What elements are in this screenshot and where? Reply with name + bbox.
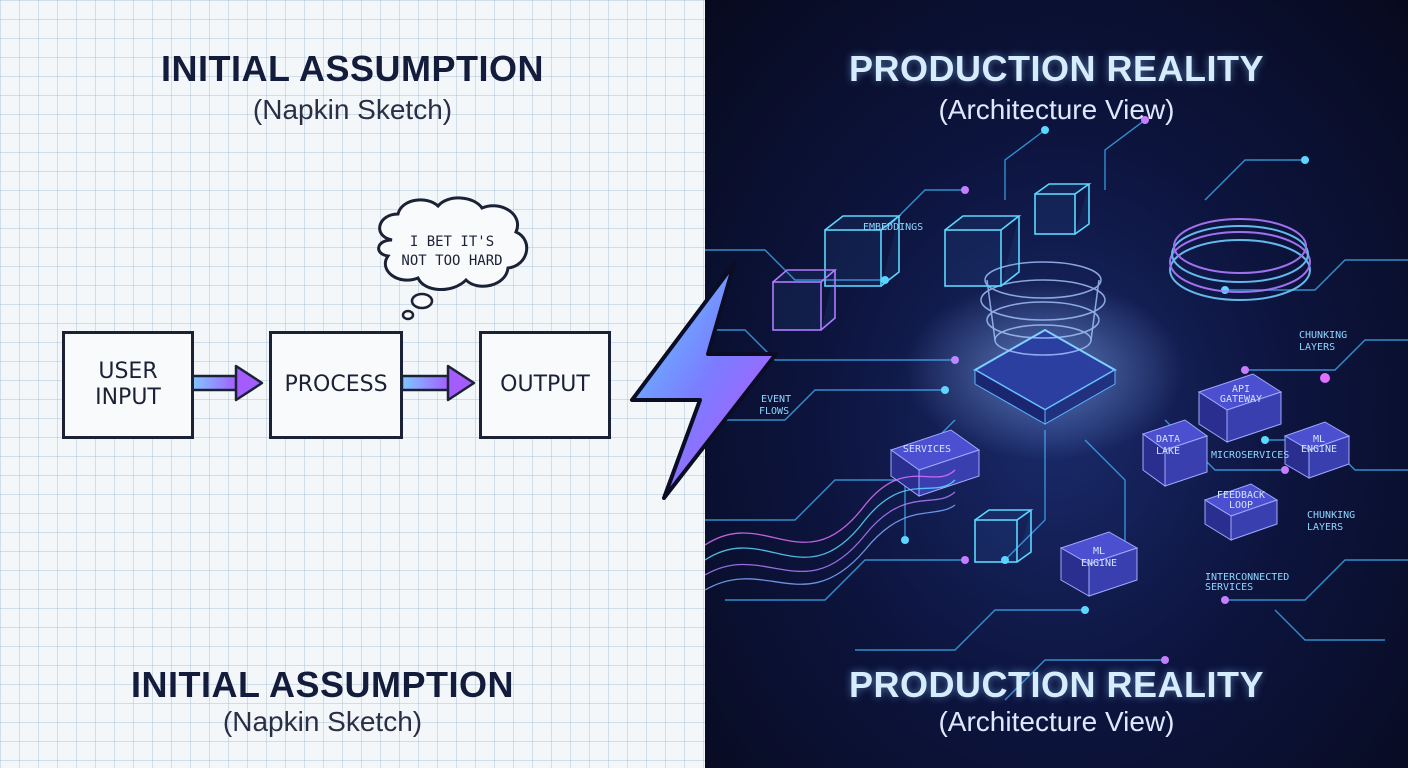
label-chunking-top-2: LAYERS bbox=[1299, 342, 1335, 353]
label-chunking-bottom-1: CHUNKING bbox=[1307, 510, 1355, 521]
label-ml-engine-bottom-2: ENGINE bbox=[1081, 558, 1117, 569]
block-ml-engine-right bbox=[1283, 421, 1351, 479]
napkin-sketch-panel: INITIAL ASSUMPTION (Napkin Sketch) I BET… bbox=[0, 0, 705, 768]
architecture-panel: PRODUCTION REALITY (Architecture View) bbox=[705, 0, 1408, 768]
arrow-process-to-output bbox=[400, 364, 476, 402]
data-stream-wave bbox=[705, 469, 956, 591]
box-output: OUTPUT bbox=[479, 331, 611, 439]
label-ml-engine-right-2: ENGINE bbox=[1301, 444, 1337, 455]
block-ml-engine-bottom bbox=[1059, 531, 1139, 597]
label-interconnected-2: SERVICES bbox=[1205, 582, 1253, 593]
label-chunking-bottom-2: LAYERS bbox=[1307, 522, 1343, 533]
data-ring bbox=[1169, 218, 1311, 301]
label-ml-engine-bottom-1: ML bbox=[1093, 546, 1105, 557]
label-interconnected-1: INTERCONNECTED bbox=[1205, 572, 1289, 583]
block-services bbox=[889, 429, 981, 497]
block-feedback-loop bbox=[1203, 483, 1279, 541]
right-subtitle-bottom: (Architecture View) bbox=[938, 706, 1175, 737]
architecture-diagram: EMBEDDINGS CHUNKING LAYERS EVENT FLOWS A… bbox=[705, 116, 1408, 701]
label-event-flows-2: FLOWS bbox=[759, 406, 789, 417]
thought-line-2: NOT TOO HARD bbox=[401, 253, 502, 269]
label-ml-engine-right-1: ML bbox=[1313, 434, 1325, 445]
thought-dot-2 bbox=[401, 309, 415, 321]
left-subtitle-bottom: (Napkin Sketch) bbox=[222, 706, 423, 737]
data-vortex bbox=[980, 261, 1106, 356]
box-output-label: OUTPUT bbox=[500, 372, 590, 397]
label-chunking-top-1: CHUNKING bbox=[1299, 330, 1347, 341]
left-subtitle-top: (Napkin Sketch) bbox=[252, 94, 453, 125]
label-event-flows-1: EVENT bbox=[761, 394, 791, 405]
box-process: PROCESS bbox=[269, 331, 403, 439]
left-title-top: INITIAL ASSUMPTION bbox=[160, 48, 544, 89]
block-api-gateway bbox=[1197, 373, 1283, 443]
block-data-lake bbox=[1141, 419, 1209, 487]
sketch-drawing: I BET IT'S NOT TOO HARD bbox=[190, 196, 529, 402]
label-data-lake-2: LAKE bbox=[1156, 446, 1180, 457]
thought-line-1: I BET IT'S bbox=[410, 234, 494, 250]
thought-dot-1 bbox=[410, 292, 434, 310]
label-api-gateway-1: API bbox=[1232, 384, 1250, 395]
label-feedback-loop-2: LOOP bbox=[1229, 500, 1253, 511]
circuit-traces bbox=[705, 119, 1408, 701]
right-title-bottom: PRODUCTION REALITY bbox=[848, 664, 1264, 705]
label-microservices: MICROSERVICES bbox=[1211, 450, 1289, 461]
label-embeddings: EMBEDDINGS bbox=[863, 222, 923, 233]
left-title-bottom: INITIAL ASSUMPTION bbox=[130, 664, 514, 705]
lightning-bolt-icon bbox=[630, 262, 778, 500]
label-api-gateway-2: GATEWAY bbox=[1220, 394, 1262, 405]
thought-bubble bbox=[377, 196, 529, 291]
right-title-top: PRODUCTION REALITY bbox=[848, 48, 1264, 89]
label-feedback-loop-1: FEEDBACK bbox=[1217, 490, 1265, 501]
box-user-input-line2: INPUT bbox=[95, 385, 161, 410]
box-user-input: USER INPUT bbox=[62, 331, 194, 439]
wireframe-cubes bbox=[772, 183, 1092, 563]
right-subtitle-top: (Architecture View) bbox=[938, 94, 1175, 125]
box-process-label: PROCESS bbox=[284, 372, 388, 397]
arrow-input-to-process bbox=[190, 364, 264, 402]
label-services: SERVICES bbox=[903, 444, 951, 455]
label-data-lake-1: DATA bbox=[1156, 434, 1180, 445]
box-user-input-line1: USER bbox=[98, 359, 158, 384]
